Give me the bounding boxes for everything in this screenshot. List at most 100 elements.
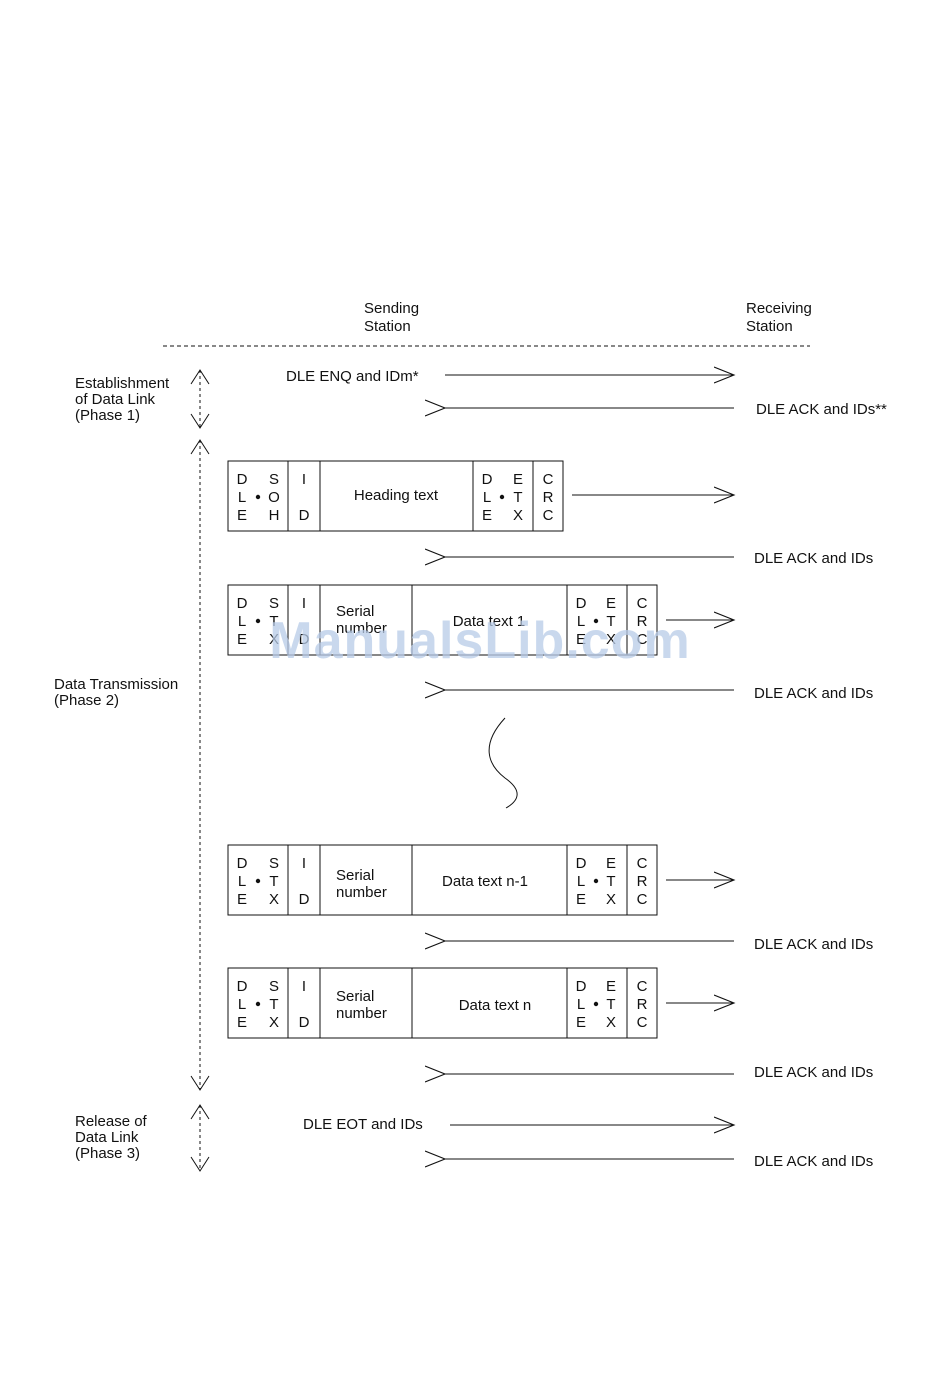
frame-dle-end-l: L	[577, 613, 585, 630]
frame-dle-end-e: E	[576, 891, 586, 908]
frame-dle-end-l: L	[577, 873, 585, 890]
frame-dle-end-d: D	[576, 978, 587, 995]
frame-dle-l: L	[238, 613, 246, 630]
continuation-squiggle	[488, 717, 518, 809]
frame-id-i: I	[302, 595, 306, 612]
dot-separator	[255, 1001, 261, 1007]
data-text-field: Data text n	[459, 997, 532, 1014]
frame-dle-l: L	[238, 996, 246, 1013]
frame-stx-x: X	[269, 891, 279, 908]
frame-id-d: D	[299, 1014, 310, 1031]
frame-etx-t: T	[606, 613, 615, 630]
frame-etx-e: E	[606, 855, 616, 872]
dot-separator	[255, 878, 261, 884]
frame-stx-s: S	[269, 595, 279, 612]
phase3-label-line1: Release of	[75, 1113, 148, 1130]
data-frame-n: D L E S T X I D Serial number Data text …	[227, 967, 658, 1039]
frame-stx-t: T	[269, 873, 278, 890]
ack-message-label-5: DLE ACK and IDs	[754, 1064, 873, 1081]
phase2-span	[190, 439, 210, 1091]
frame-etx-t: T	[606, 873, 615, 890]
watermark: ManualsLib.com	[269, 612, 690, 670]
frame-dle-end-e: E	[482, 507, 492, 524]
data-frame-1: D L E S T X I D Serial number Data text …	[227, 584, 658, 656]
frame-dle-d: D	[237, 855, 248, 872]
frame-dle-d: D	[237, 595, 248, 612]
frame-stx-s: S	[269, 978, 279, 995]
data-text-field: Data text 1	[453, 613, 526, 630]
frame-crc-r: R	[637, 873, 648, 890]
frame-crc-c1: C	[637, 978, 648, 995]
sending-station-label-line2: Station	[364, 318, 411, 335]
frame-etx-t: T	[513, 489, 522, 506]
frame-id-d: D	[299, 631, 310, 648]
frame-crc-c2: C	[637, 1014, 648, 1031]
dot-separator	[593, 1001, 599, 1007]
frame-crc-r: R	[637, 996, 648, 1013]
frame-etx-x: X	[606, 891, 616, 908]
heading-text-field: Heading text	[354, 487, 439, 504]
frame-etx-x: X	[606, 1014, 616, 1031]
dot-separator	[593, 618, 599, 624]
frame-dle-end-d: D	[482, 471, 493, 488]
frame-dle-e: E	[237, 507, 247, 524]
frame-soh-s: S	[269, 471, 279, 488]
phase1-label-line3: (Phase 1)	[75, 407, 140, 424]
phase1-label-line2: of Data Link	[75, 391, 156, 408]
frame-dle-e: E	[237, 1014, 247, 1031]
phase3-label-line2: Data Link	[75, 1129, 139, 1146]
dot-separator	[255, 618, 261, 624]
frame-stx-x: X	[269, 631, 279, 648]
frame-id-i: I	[302, 978, 306, 995]
frame-crc-c2: C	[637, 891, 648, 908]
ack-message-label-4: DLE ACK and IDs	[754, 936, 873, 953]
phase3-span	[190, 1104, 210, 1172]
ack-message-label-2: DLE ACK and IDs	[754, 550, 873, 567]
frame-etx-x: X	[606, 631, 616, 648]
eot-message-label: DLE EOT and IDs	[303, 1116, 423, 1133]
frame-dle-end-e: E	[576, 631, 586, 648]
dot-separator	[593, 878, 599, 884]
frame-dle-d: D	[237, 978, 248, 995]
heading-frame: D L E S O H I D Heading text D L E E T X…	[227, 460, 564, 532]
ack-message-label-3: DLE ACK and IDs	[754, 685, 873, 702]
frame-dle-end-e: E	[576, 1014, 586, 1031]
frame-stx-s: S	[269, 855, 279, 872]
frame-crc-c1: C	[637, 595, 648, 612]
frame-soh-o: O	[268, 489, 280, 506]
receiving-station-label: Receiving	[746, 300, 812, 317]
frame-dle-e: E	[237, 631, 247, 648]
frame-dle-l: L	[238, 489, 246, 506]
data-text-field: Data text n-1	[442, 873, 528, 890]
frame-dle-end-l: L	[483, 489, 491, 506]
frame-crc-r: R	[637, 613, 648, 630]
frame-crc-c2: C	[637, 631, 648, 648]
frame-etx-e: E	[513, 471, 523, 488]
phase2-label-line2: (Phase 2)	[54, 692, 119, 709]
data-frame-n-1: D L E S T X I D Serial number Data text …	[227, 844, 658, 916]
enq-message-label: DLE ENQ and IDm*	[286, 368, 419, 385]
dot-separator	[255, 494, 261, 500]
frame-id-i: I	[302, 855, 306, 872]
frame-dle-end-l: L	[577, 996, 585, 1013]
serial-number-field-line2: number	[336, 620, 387, 637]
frame-etx-x: X	[513, 507, 523, 524]
frame-crc-c2: C	[543, 507, 554, 524]
serial-number-field-line2: number	[336, 884, 387, 901]
phase1-span	[190, 369, 210, 429]
frame-stx-x: X	[269, 1014, 279, 1031]
dot-separator	[499, 494, 505, 500]
frame-soh-h: H	[269, 507, 280, 524]
ack-message-label-1: DLE ACK and IDs**	[756, 401, 887, 418]
frame-etx-t: T	[606, 996, 615, 1013]
frame-dle-d: D	[237, 471, 248, 488]
frame-dle-l: L	[238, 873, 246, 890]
receiving-station-label-line2: Station	[746, 318, 793, 335]
serial-number-field: Serial	[336, 867, 374, 884]
frame-crc-c1: C	[637, 855, 648, 872]
frame-id-d: D	[299, 891, 310, 908]
phase1-label-line1: Establishment	[75, 375, 170, 392]
frame-dle-end-d: D	[576, 595, 587, 612]
serial-number-field-line2: number	[336, 1005, 387, 1022]
